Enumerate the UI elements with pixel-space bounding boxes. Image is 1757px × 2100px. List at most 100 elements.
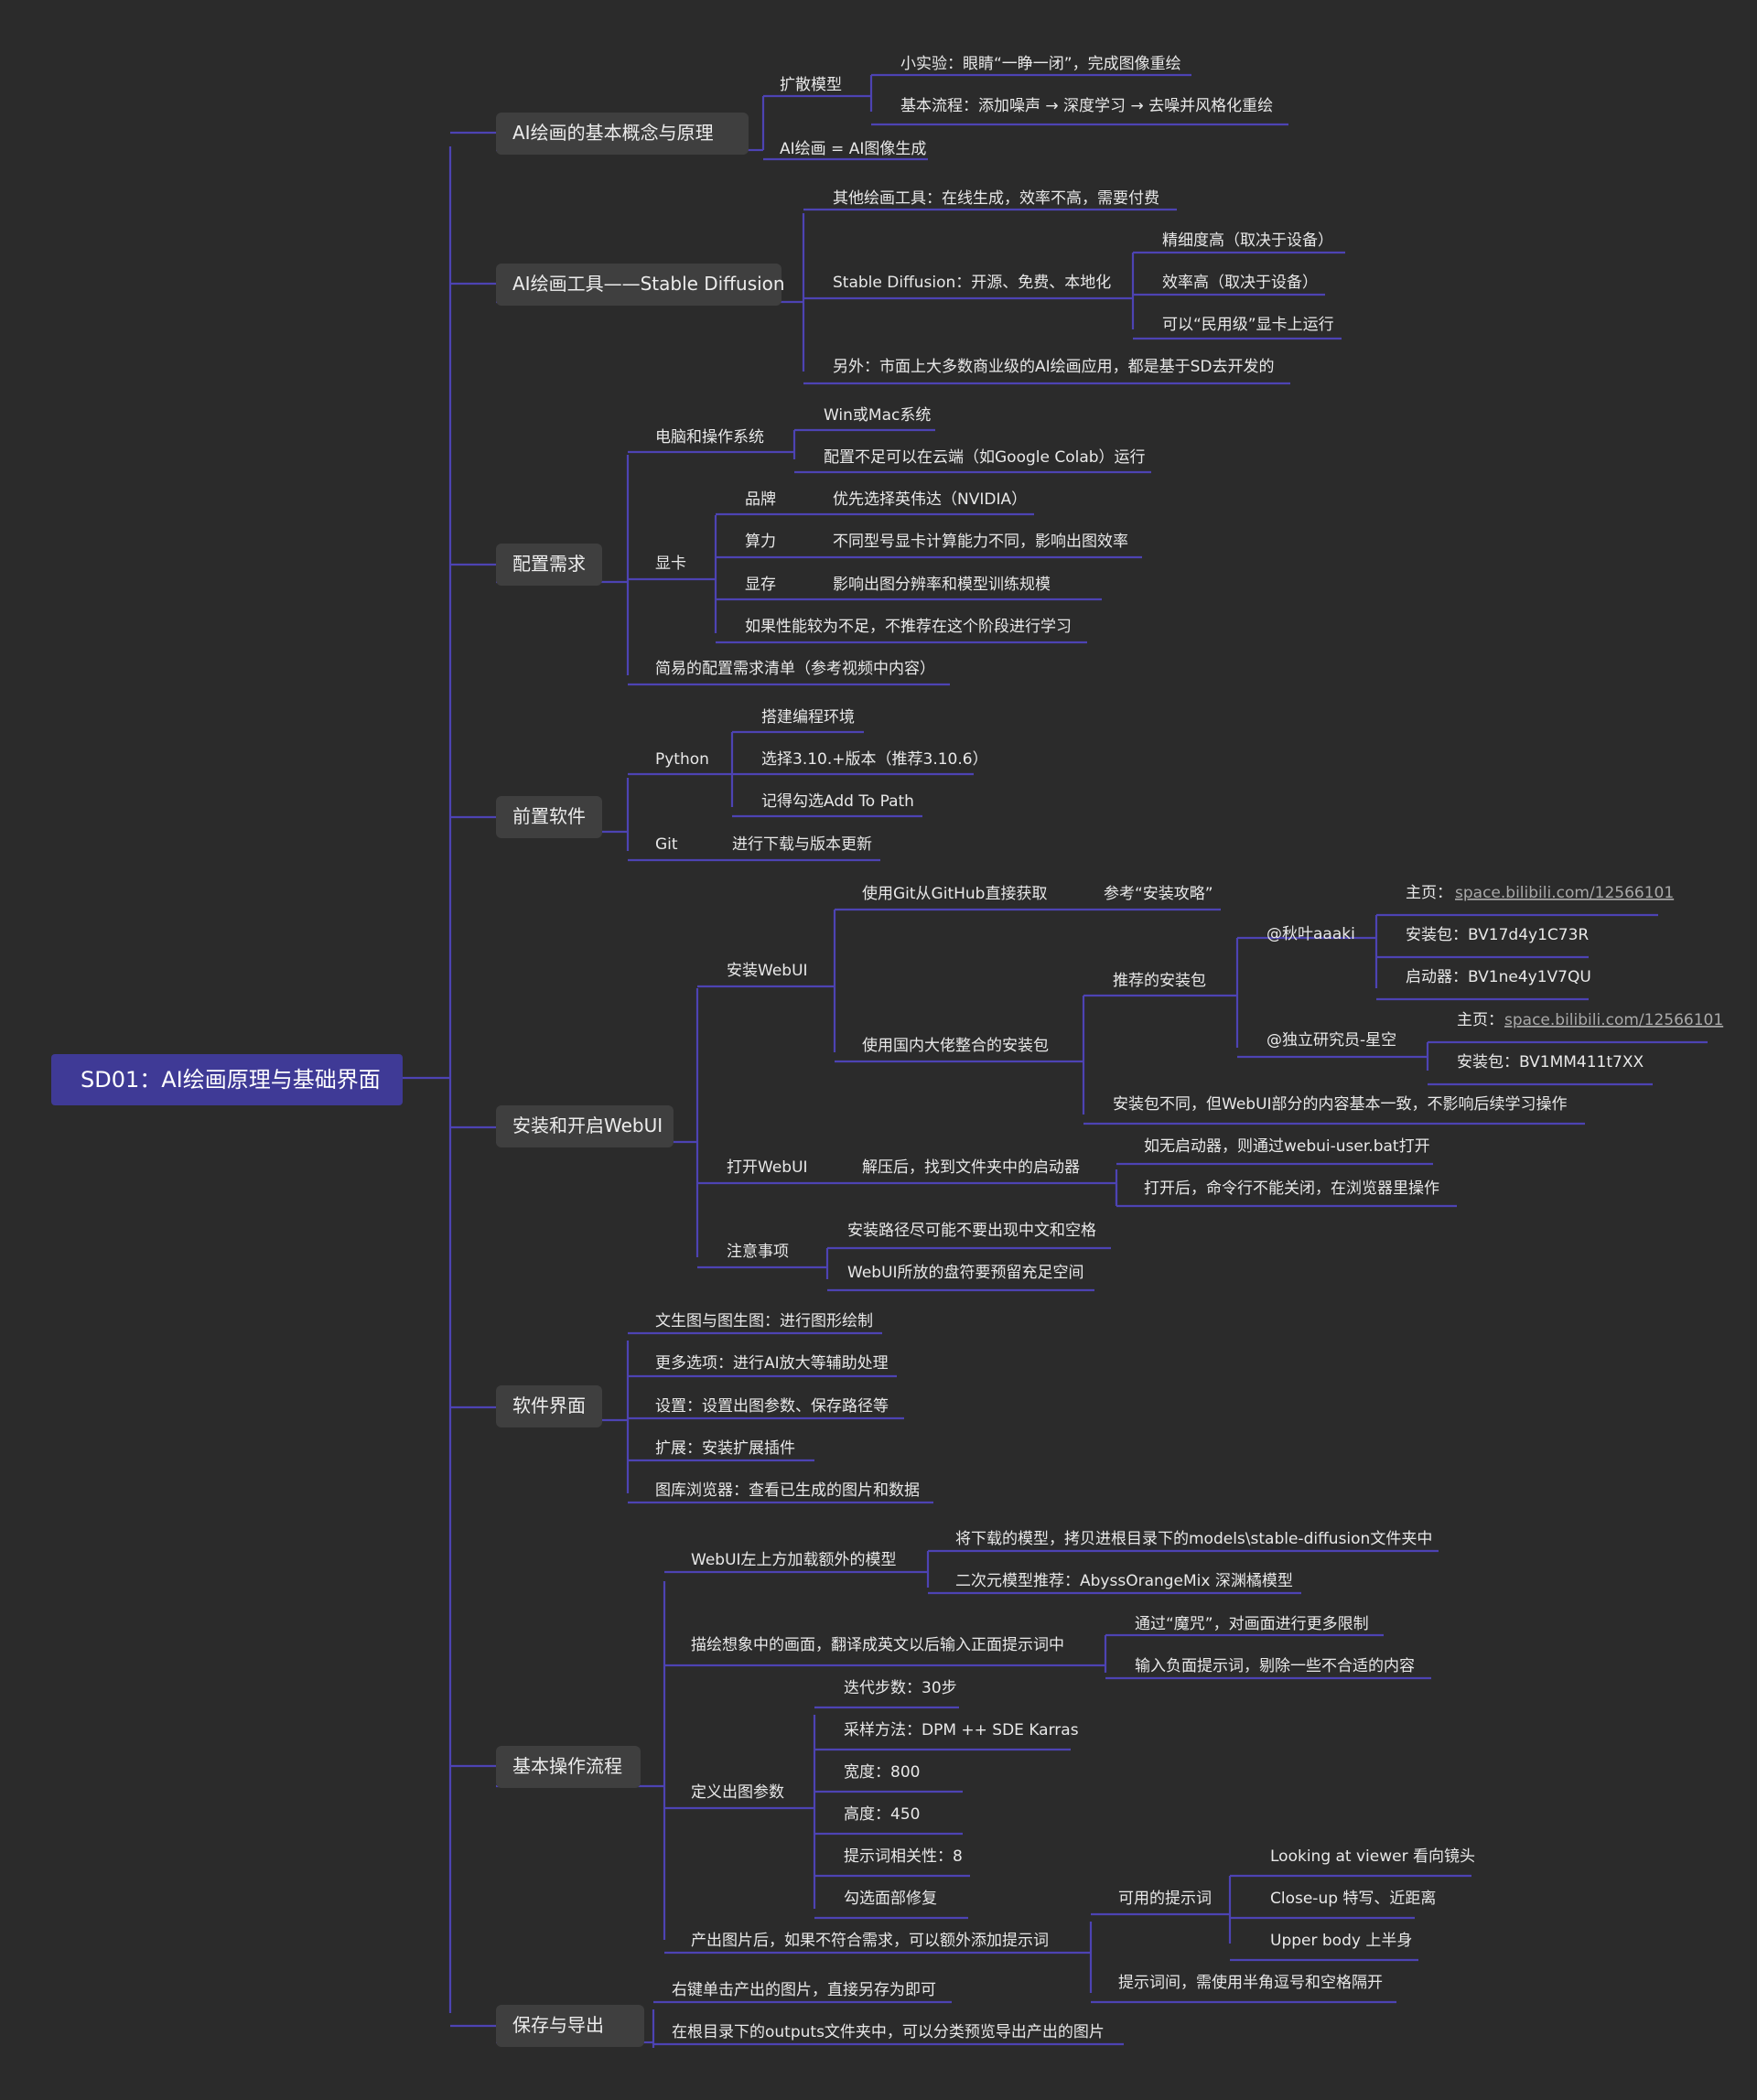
node-gpu-vram[interactable]: 显存	[745, 576, 776, 594]
node-negative-prompt[interactable]: 输入负面提示词，剔除一些不合适的内容	[1135, 1657, 1415, 1675]
topic-config-requirements[interactable]: 配置需求	[496, 544, 602, 586]
node-outputs-folder[interactable]: 在根目录下的outputs文件夹中，可以分类预览导出产出的图片	[672, 2023, 1105, 2041]
node-config-list[interactable]: 简易的配置需求清单（参考视频中内容）	[655, 660, 935, 678]
node-sd-efficiency[interactable]: 效率高（取决于设备）	[1162, 274, 1318, 292]
topic-label: 安装和开启WebUI	[512, 1115, 663, 1136]
topic-box	[496, 113, 749, 155]
node-basic-flow[interactable]: 基本流程：添加噪声 → 深度学习 → 去噪并风格化重绘	[900, 97, 1273, 115]
node-gpu[interactable]: 显卡	[655, 555, 686, 573]
topic-software-interface[interactable]: 软件界面	[496, 1385, 602, 1427]
node-xingkong-home-link[interactable]: space.bilibili.com/12566101	[1504, 1011, 1723, 1029]
topic-box	[496, 1385, 602, 1427]
node-param-sampler[interactable]: 采样方法：DPM ++ SDE Karras	[844, 1721, 1079, 1739]
node-sd-detail[interactable]: 精细度高（取决于设备）	[1162, 232, 1333, 250]
topic-save-export[interactable]: 保存与导出	[496, 2005, 644, 2047]
node-param-height[interactable]: 高度：450	[844, 1805, 920, 1824]
topic-label: 前置软件	[512, 805, 586, 827]
node-unzip-launcher[interactable]: 解压后，找到文件夹中的启动器	[862, 1158, 1080, 1177]
root-node-box	[51, 1054, 403, 1105]
node-usable-prompts[interactable]: 可用的提示词	[1118, 1890, 1212, 1908]
node-git-github[interactable]: 使用Git从GitHub直接获取	[862, 884, 1047, 903]
node-git-usage[interactable]: 进行下载与版本更新	[732, 835, 872, 854]
node-python-version[interactable]: 选择3.10.+版本（推荐3.10.6）	[761, 750, 988, 769]
node-gpu-brand[interactable]: 品牌	[745, 490, 776, 509]
node-python-path[interactable]: 记得勾选Add To Path	[761, 792, 914, 811]
node-gpu-power[interactable]: 算力	[745, 533, 776, 551]
node-sd-commercial[interactable]: 另外：市面上大多数商业级的AI绘画应用，都是基于SD去开发的	[833, 358, 1275, 376]
node-qiuye-launcher[interactable]: 启动器：BV1ne4y1V7QU	[1406, 968, 1591, 986]
node-output-images[interactable]: 产出图片后，如果不符合需求，可以额外添加提示词	[691, 1932, 1049, 1950]
node-qiuye-package[interactable]: 安装包：BV17d4y1C73R	[1406, 926, 1589, 944]
node-param-width[interactable]: 宽度：800	[844, 1763, 920, 1782]
node-prompt-separator[interactable]: 提示词间，需使用半角逗号和空格隔开	[1118, 1973, 1383, 1992]
node-prompt-closeup[interactable]: Close-up 特写、近距离	[1270, 1890, 1436, 1908]
topic-label: AI绘画的基本概念与原理	[512, 122, 714, 144]
node-cloud[interactable]: 配置不足可以在云端（如Google Colab）运行	[824, 448, 1146, 467]
node-sd-consumer-gpu[interactable]: 可以“民用级”显卡上运行	[1162, 316, 1334, 334]
node-python[interactable]: Python	[655, 750, 709, 769]
node-note-path[interactable]: 安装路径尽可能不要出现中文和空格	[847, 1222, 1096, 1240]
node-params[interactable]: 定义出图参数	[691, 1783, 784, 1802]
node-note-disk[interactable]: WebUI所放的盘符要预留充足空间	[847, 1264, 1084, 1282]
node-param-face[interactable]: 勾选面部修复	[844, 1890, 937, 1908]
root-node-label: SD01：AI绘画原理与基础界面	[81, 1067, 381, 1093]
connector-lines	[403, 73, 1708, 2048]
node-sd-features[interactable]: Stable Diffusion：开源、免费、本地化	[833, 274, 1111, 292]
node-author-qiuye[interactable]: @秋叶aaaki	[1267, 925, 1355, 943]
topic-box	[496, 264, 781, 306]
node-diffusion-model[interactable]: 扩散模型	[780, 76, 842, 94]
node-prompt-viewer[interactable]: Looking at viewer 看向镜头	[1270, 1847, 1475, 1866]
node-qiuye-home-link[interactable]: space.bilibili.com/12566101	[1455, 884, 1674, 902]
node-no-launcher[interactable]: 如无启动器，则通过webui-user.bat打开	[1144, 1137, 1430, 1156]
node-extras[interactable]: 更多选项：进行AI放大等辅助处理	[655, 1354, 889, 1373]
topic-box	[496, 1746, 641, 1788]
node-gpu-brand-value[interactable]: 优先选择英伟达（NVIDIA）	[833, 490, 1027, 509]
node-txt2img[interactable]: 文生图与图生图：进行图形绘制	[655, 1312, 873, 1330]
node-settings[interactable]: 设置：设置出图参数、保存路径等	[655, 1397, 889, 1416]
node-magic-spell[interactable]: 通过“魔咒”，对画面进行更多限制	[1135, 1615, 1369, 1633]
node-xingkong-package[interactable]: 安装包：BV1MM411t7XX	[1457, 1053, 1644, 1072]
node-recommended-bundle[interactable]: 推荐的安装包	[1113, 972, 1206, 990]
node-gpu-power-value[interactable]: 不同型号显卡计算能力不同，影响出图效率	[833, 533, 1128, 551]
node-prompt-upper-body[interactable]: Upper body 上半身	[1270, 1932, 1412, 1950]
node-xingkong-home-label: 主页：	[1457, 1011, 1504, 1029]
topic-label: 软件界面	[512, 1395, 586, 1416]
node-open-webui[interactable]: 打开WebUI	[727, 1158, 808, 1177]
node-load-model[interactable]: WebUI左上方加载额外的模型	[691, 1551, 897, 1569]
node-positive-prompt[interactable]: 描绘想象中的画面，翻译成英文以后输入正面提示词中	[691, 1636, 1064, 1654]
topic-stable-diffusion[interactable]: AI绘画工具——Stable Diffusion	[496, 264, 785, 306]
node-pc-os[interactable]: 电脑和操作系统	[655, 428, 764, 447]
node-param-cfg[interactable]: 提示词相关性：8	[844, 1847, 963, 1866]
node-experiment[interactable]: 小实验：眼睛“一睁一闭”，完成图像重绘	[900, 55, 1181, 73]
node-python-env[interactable]: 搭建编程环境	[761, 708, 855, 727]
node-author-xingkong[interactable]: @独立研究员-星空	[1267, 1031, 1396, 1050]
topic-box	[496, 2005, 644, 2047]
node-install-guide[interactable]: 参考“安装攻略”	[1104, 885, 1213, 903]
node-bundle[interactable]: 使用国内大佬整合的安装包	[862, 1036, 1049, 1055]
node-save-as[interactable]: 右键单击产出的图片，直接另存为即可	[672, 1981, 936, 1999]
topic-install-webui[interactable]: 安装和开启WebUI	[496, 1105, 674, 1147]
node-bundle-diff[interactable]: 安装包不同，但WebUI部分的内容基本一致，不影响后续学习操作	[1113, 1095, 1568, 1114]
topic-box	[496, 544, 602, 586]
node-param-steps[interactable]: 迭代步数：30步	[844, 1679, 957, 1697]
node-install-webui[interactable]: 安装WebUI	[727, 962, 808, 980]
topic-ai-painting-basics[interactable]: AI绘画的基本概念与原理	[496, 113, 749, 155]
node-git[interactable]: Git	[655, 835, 678, 854]
node-extensions[interactable]: 扩展：安装扩展插件	[655, 1439, 795, 1458]
node-ai-equation[interactable]: AI绘画 = AI图像生成	[780, 140, 926, 158]
node-win-mac[interactable]: Win或Mac系统	[824, 406, 931, 425]
topic-label: 基本操作流程	[512, 1755, 622, 1777]
node-model-recommend[interactable]: 二次元模型推荐：AbyssOrangeMix 深渊橘模型	[955, 1572, 1293, 1590]
node-gallery[interactable]: 图库浏览器：查看已生成的图片和数据	[655, 1481, 920, 1500]
node-notes[interactable]: 注意事项	[727, 1243, 789, 1261]
topic-basic-workflow[interactable]: 基本操作流程	[496, 1746, 641, 1788]
node-other-tools[interactable]: 其他绘画工具：在线生成，效率不高，需要付费	[833, 189, 1159, 208]
node-gpu-vram-value[interactable]: 影响出图分辨率和模型训练规模	[833, 576, 1051, 594]
node-keep-cmd[interactable]: 打开后，命令行不能关闭，在浏览器里操作	[1144, 1179, 1439, 1198]
node-gpu-weak[interactable]: 如果性能较为不足，不推荐在这个阶段进行学习	[745, 618, 1072, 636]
topic-prerequisite-software[interactable]: 前置软件	[496, 796, 602, 838]
topic-label: 配置需求	[512, 553, 586, 575]
node-model-path[interactable]: 将下载的模型，拷贝进根目录下的models\stable-diffusion文件…	[955, 1530, 1432, 1548]
root-node[interactable]: SD01：AI绘画原理与基础界面	[51, 1054, 403, 1105]
